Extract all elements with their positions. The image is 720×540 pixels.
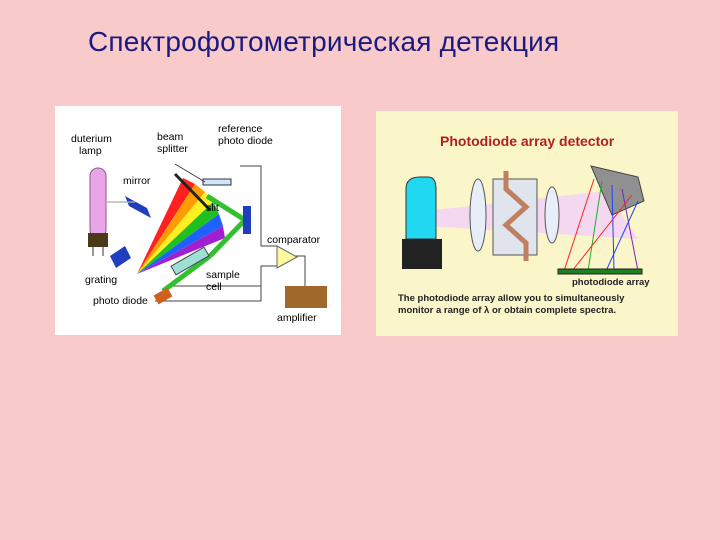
label-sample-1: sample (206, 269, 240, 281)
lamp-element (402, 176, 442, 269)
caption-line-1: The photodiode array allow you to simult… (398, 293, 625, 304)
label-slit: slit (206, 202, 219, 214)
label-grating: grating (85, 274, 117, 286)
comparator-element (276, 245, 299, 269)
label-lamp-2: lamp (79, 145, 102, 157)
label-reference-2: photo diode (218, 135, 273, 147)
grating-element (110, 246, 131, 268)
photodiode-array-schematic: Photodiode array detector ph (398, 133, 650, 316)
spectrophotometer-diagram: duterium lamp beam splitter reference ph… (55, 106, 341, 335)
right-diagram-title: Photodiode array detector (440, 133, 615, 149)
amplifier-element (285, 286, 327, 308)
label-photodiode-array: photodiode array (572, 277, 650, 288)
label-reference-1: reference (218, 123, 263, 135)
flow-cell (492, 171, 538, 261)
dispersed-rays (563, 178, 639, 272)
label-amplifier: amplifier (277, 312, 317, 324)
photodiode-array-diagram: Photodiode array detector ph (376, 111, 678, 336)
slide-title: Спектрофотометрическая детекция (88, 26, 560, 57)
beam-splitter-element (202, 178, 232, 186)
sample-cell-element (170, 246, 210, 276)
label-comparator: comparator (267, 234, 321, 246)
photodiode-array-element (557, 268, 643, 275)
photo-diode-element (153, 287, 173, 305)
label-lamp-1: duterium (71, 133, 112, 145)
label-photo-diode: photo diode (93, 295, 148, 307)
spectrum-fan (137, 178, 225, 274)
label-splitter-2: splitter (157, 143, 188, 155)
green-beam (161, 193, 247, 294)
circuit-wires (155, 165, 306, 302)
spectrophotometer-schematic: duterium lamp beam splitter reference ph… (71, 123, 327, 324)
caption-line-2: monitor a range of λ or obtain complete … (398, 305, 616, 316)
mirror-element (125, 196, 151, 218)
right-mirror (243, 206, 251, 234)
label-splitter-1: beam (157, 131, 184, 143)
grating-element (590, 165, 645, 216)
label-sample-2: cell (206, 281, 222, 293)
label-mirror: mirror (123, 175, 151, 187)
deuterium-lamp (88, 167, 108, 256)
lens-1 (469, 178, 487, 252)
prism-edge (173, 172, 212, 212)
lens-2 (544, 186, 560, 244)
